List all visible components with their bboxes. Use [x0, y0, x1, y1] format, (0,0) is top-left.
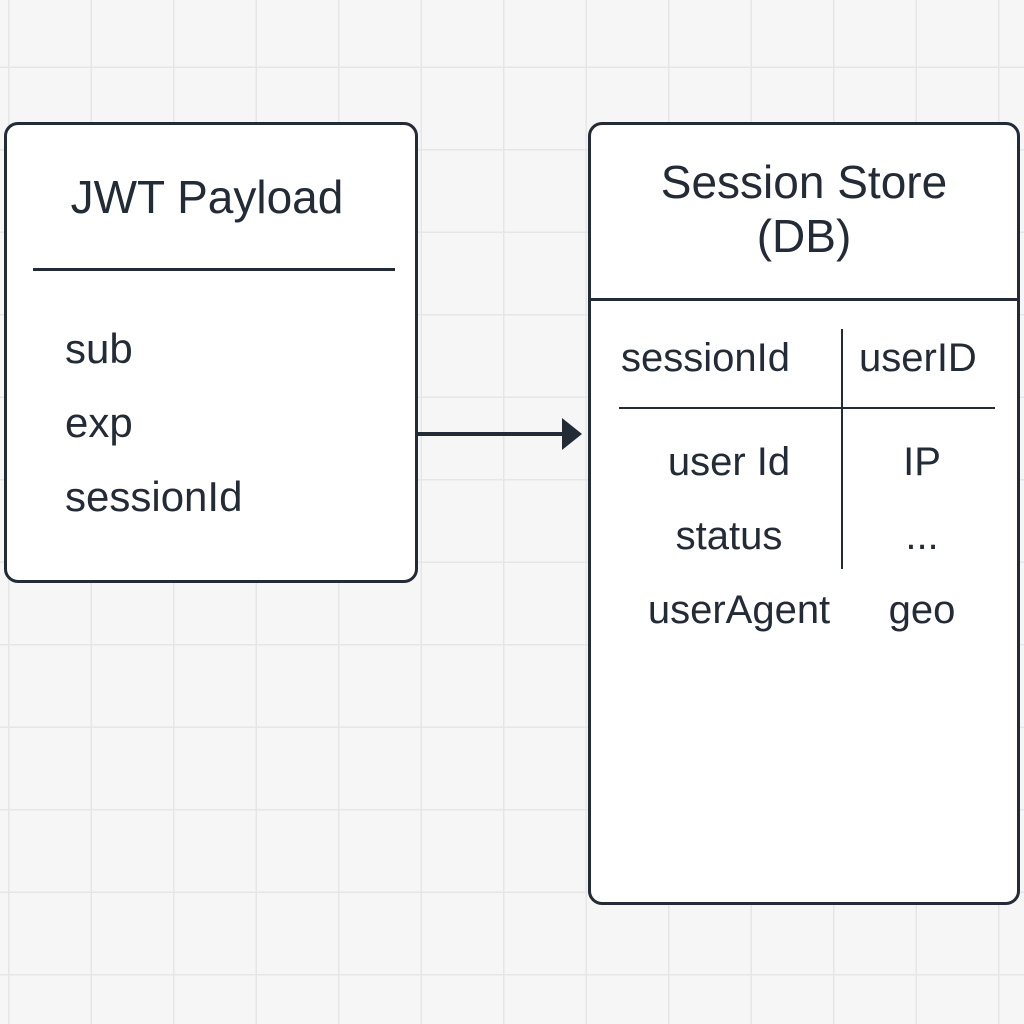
table-cell-useragent: userAgent: [647, 588, 831, 632]
table-header-divider: [619, 407, 995, 409]
column-header-sessionid: sessionId: [621, 336, 790, 380]
table-cell-ip: IP: [903, 440, 941, 484]
arrow-head-icon: [562, 418, 582, 450]
table-cell-ellipsis: ...: [905, 514, 939, 558]
jwt-payload-divider: [33, 268, 395, 271]
jwt-payload-box: JWT Payload sub exp sessionId: [4, 122, 418, 583]
session-store-box: Session Store (DB) sessionId userID user…: [588, 122, 1020, 905]
column-header-userid: userID: [859, 336, 977, 380]
session-store-title-line2: (DB): [756, 210, 852, 262]
session-store-title: Session Store (DB): [591, 155, 1017, 263]
jwt-field-exp: exp: [65, 399, 133, 446]
table-column-divider: [841, 329, 843, 569]
table-cell-geo: geo: [888, 588, 956, 632]
jwt-to-session-arrow: [418, 418, 582, 450]
table-cell-status: status: [675, 514, 783, 558]
jwt-field-sub: sub: [65, 325, 133, 372]
jwt-field-sessionid: sessionId: [65, 473, 243, 520]
table-cell-user-id: user Id: [667, 440, 791, 484]
session-store-header-divider: [591, 298, 1017, 301]
session-store-title-line1: Session Store: [660, 156, 948, 208]
jwt-payload-title: JWT Payload: [70, 171, 344, 223]
